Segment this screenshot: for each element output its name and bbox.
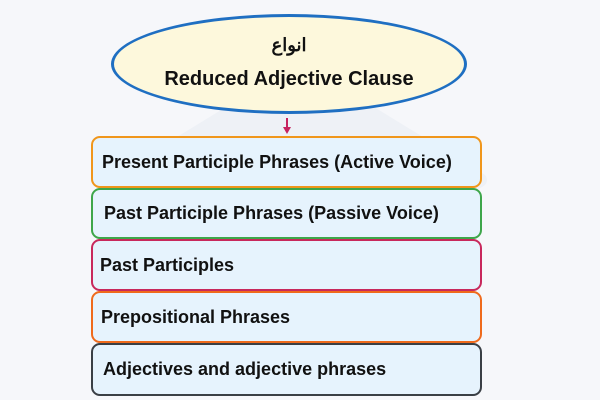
root-title-english: Reduced Adjective Clause [164, 68, 414, 90]
type-label: Prepositional Phrases [101, 306, 291, 327]
type-box-adjectives: Adjectives and adjective phrases [91, 343, 482, 396]
type-label: Adjectives and adjective phrases [103, 359, 387, 379]
type-label: Past Participles [100, 254, 235, 275]
type-box-past-participle-phrases: Past Participle Phrases (Passive Voice) [91, 188, 482, 239]
type-box-past-participles: Past Participles [91, 239, 482, 291]
root-title-persian: انواع [271, 35, 307, 55]
root-node: انواع Reduced Adjective Clause [111, 14, 467, 114]
type-label: Present Participle Phrases (Active Voice… [102, 151, 452, 172]
type-box-present-participle: Present Participle Phrases (Active Voice… [91, 136, 482, 188]
type-box-prepositional-phrases: Prepositional Phrases [91, 291, 482, 343]
arrow-down-icon [283, 118, 291, 134]
type-label: Past Participle Phrases (Passive Voice) [104, 203, 439, 223]
